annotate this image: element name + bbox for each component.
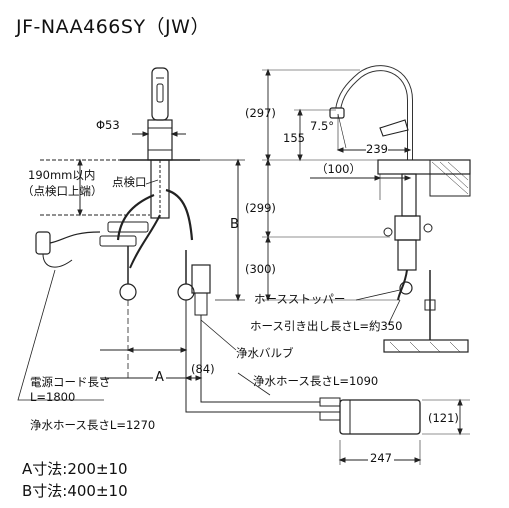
dimension-a-spec: A寸法:200±10 [22, 460, 128, 478]
dim-247: 247 [368, 451, 394, 465]
hose-stopper-label: ホースストッパー [254, 292, 346, 306]
limit-label-line2: （点検口上端） [22, 184, 103, 198]
power-cord-label-line1: 電源コード長さ [30, 375, 111, 389]
dim-angle: 7.5° [310, 119, 335, 133]
faucet-side-view [262, 65, 471, 465]
b-dimension-label: B [230, 217, 239, 232]
dimension-b-spec: B寸法:400±10 [22, 482, 128, 500]
hose-1090-label: 浄水ホース長さL=1090 [253, 374, 379, 388]
dim-300: (300) [245, 262, 276, 276]
dim-299: (299) [245, 201, 276, 215]
faucet-front-view [17, 67, 320, 413]
dim-100: （100） [316, 162, 361, 176]
dim-239: 239 [366, 142, 388, 156]
inspection-port-label: 点検口 [112, 175, 147, 189]
a-dimension-label: A [153, 370, 166, 385]
hose-1270-label: 浄水ホース長さL=1270 [30, 418, 156, 432]
power-cord-label-line2: L=1800 [30, 390, 76, 404]
model-title: JF-NAA466SY（JW） [16, 16, 210, 38]
diameter-label: Φ53 [96, 118, 120, 132]
filter-valve-label: 浄水バルブ [236, 346, 294, 360]
hose-pull-length-label: ホース引き出し長さL=約350 [250, 319, 403, 333]
limit-label-line1: 190mm以内 [28, 168, 96, 182]
dim-84: (84) [191, 362, 215, 376]
dim-121: (121) [428, 411, 459, 425]
dim-155: 155 [283, 131, 305, 145]
dim-297: (297) [245, 106, 276, 120]
